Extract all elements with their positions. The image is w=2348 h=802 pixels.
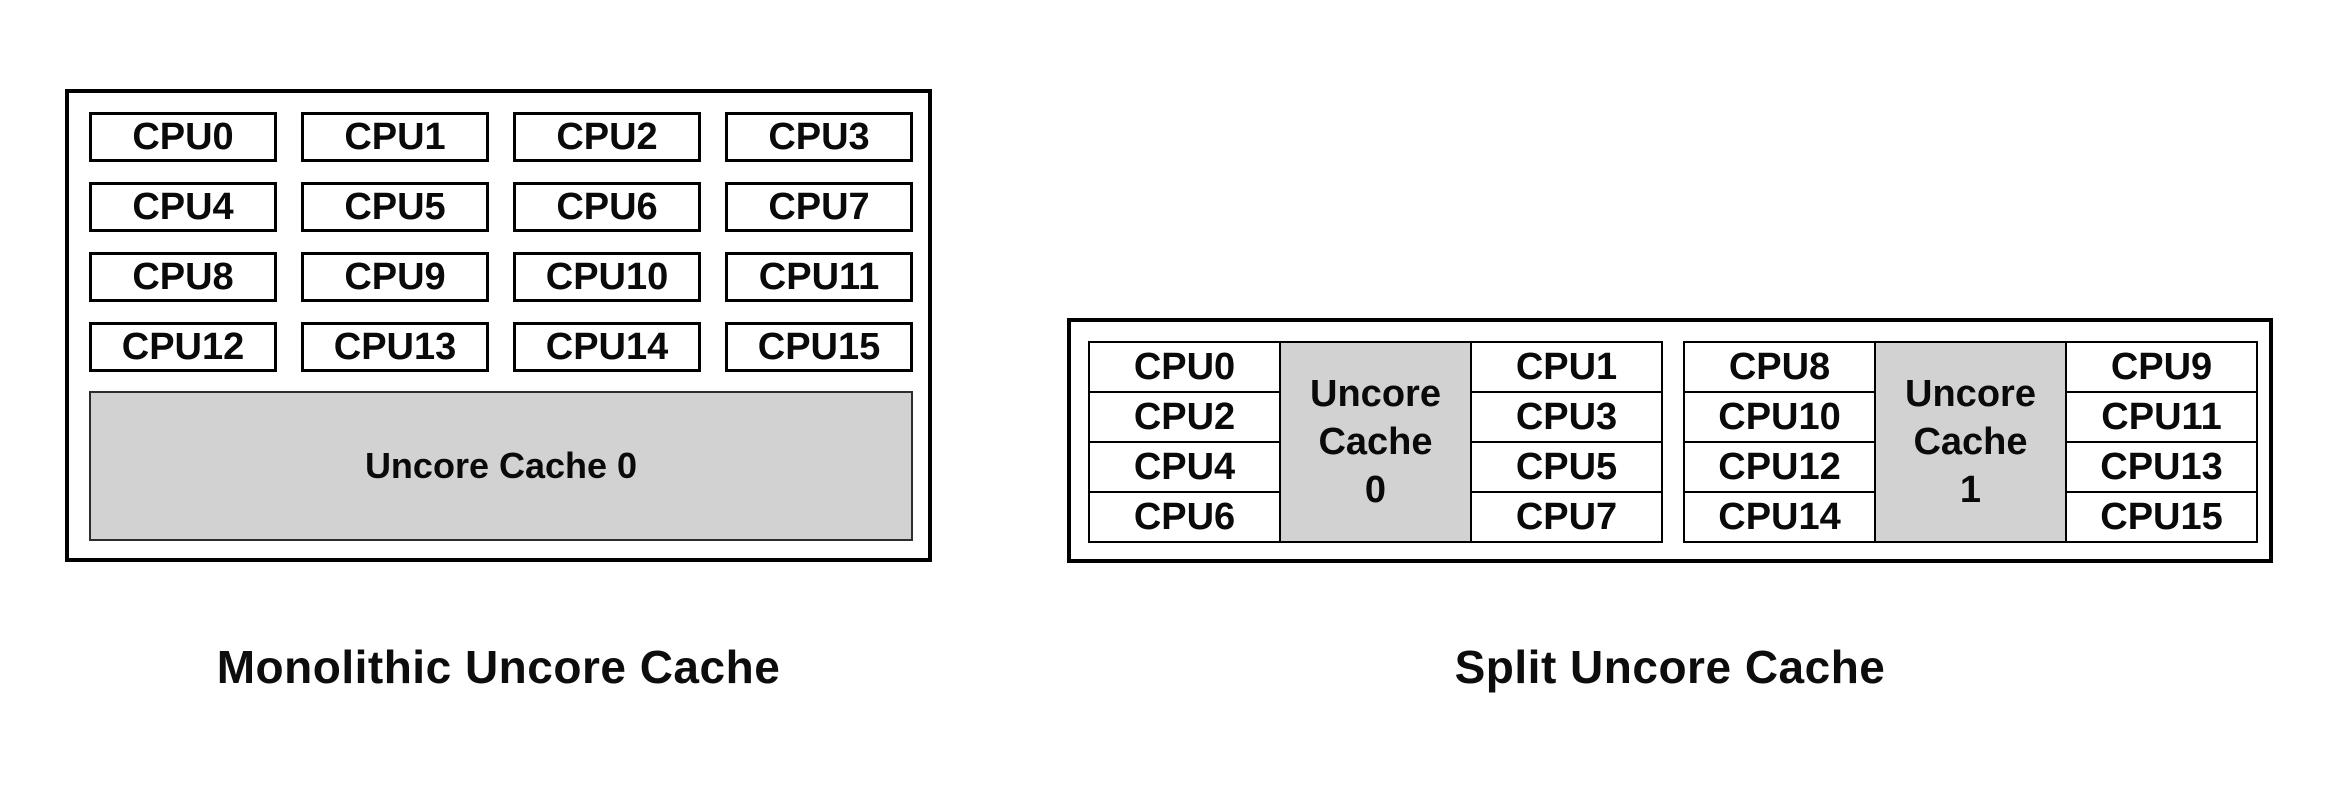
cpu-box-even-6: CPU12 xyxy=(1683,441,1876,493)
cluster-1-right-cpu-column: CPU9 CPU11 CPU13 CPU15 xyxy=(2065,341,2258,543)
cpu-box-15: CPU15 xyxy=(725,322,913,372)
cpu-box-odd-7: CPU15 xyxy=(2065,491,2258,543)
monolithic-caption: Monolithic Uncore Cache xyxy=(216,641,781,693)
cpu-box-odd-3: CPU7 xyxy=(1470,491,1663,543)
split-cluster-0: CPU0 CPU2 CPU4 CPU6 Uncore Cache 0 CPU1 … xyxy=(1088,341,1663,543)
monolithic-diagram-content: CPU0 CPU1 CPU2 CPU3 CPU4 CPU5 CPU6 CPU7 … xyxy=(89,112,913,541)
cpu-box-9: CPU9 xyxy=(301,252,489,302)
cpu-box-0: CPU0 xyxy=(89,112,277,162)
cpu-box-5: CPU5 xyxy=(301,182,489,232)
split-diagram-box: CPU0 CPU2 CPU4 CPU6 Uncore Cache 0 CPU1 … xyxy=(1067,318,2273,563)
cpu-box-11: CPU11 xyxy=(725,252,913,302)
cpu-box-7: CPU7 xyxy=(725,182,913,232)
uncore-cache-0-label: Uncore Cache 0 xyxy=(364,445,638,486)
uncore-line: Cache xyxy=(1913,421,2028,463)
cpu-box-even-7: CPU14 xyxy=(1683,491,1876,543)
uncore-line: Uncore xyxy=(1310,373,1441,415)
cpu-box-1: CPU1 xyxy=(301,112,489,162)
cpu-box-8: CPU8 xyxy=(89,252,277,302)
cpu-box-13: CPU13 xyxy=(301,322,489,372)
split-diagram-content: CPU0 CPU2 CPU4 CPU6 Uncore Cache 0 CPU1 … xyxy=(1088,341,2258,543)
cpu-box-3: CPU3 xyxy=(725,112,913,162)
cpu-box-even-1: CPU2 xyxy=(1088,391,1281,443)
cpu-box-even-0: CPU0 xyxy=(1088,341,1281,393)
cpu-box-14: CPU14 xyxy=(513,322,701,372)
uncore-line: 1 xyxy=(1959,469,1982,511)
monolithic-diagram-box: CPU0 CPU1 CPU2 CPU3 CPU4 CPU5 CPU6 CPU7 … xyxy=(65,89,932,562)
cpu-box-even-2: CPU4 xyxy=(1088,441,1281,493)
cpu-box-2: CPU2 xyxy=(513,112,701,162)
cpu-box-6: CPU6 xyxy=(513,182,701,232)
cluster-1-left-cpu-column: CPU8 CPU10 CPU12 CPU14 xyxy=(1683,341,1876,543)
cpu-box-odd-5: CPU11 xyxy=(2065,391,2258,443)
cpu-box-10: CPU10 xyxy=(513,252,701,302)
cpu-box-even-3: CPU6 xyxy=(1088,491,1281,543)
cpu-box-odd-1: CPU3 xyxy=(1470,391,1663,443)
cpu-box-4: CPU4 xyxy=(89,182,277,232)
cpu-box-odd-0: CPU1 xyxy=(1470,341,1663,393)
cpu-box-odd-4: CPU9 xyxy=(2065,341,2258,393)
uncore-cache-0-split-box: Uncore Cache 0 xyxy=(1279,341,1472,543)
cpu-box-12: CPU12 xyxy=(89,322,277,372)
monolithic-cpu-grid: CPU0 CPU1 CPU2 CPU3 CPU4 CPU5 CPU6 CPU7 … xyxy=(89,112,913,372)
cpu-box-odd-6: CPU13 xyxy=(2065,441,2258,493)
uncore-line: Cache xyxy=(1318,421,1433,463)
uncore-cache-1-split-box: Uncore Cache 1 xyxy=(1874,341,2067,543)
uncore-line: Uncore xyxy=(1905,373,2036,415)
split-caption: Split Uncore Cache xyxy=(1454,641,1886,693)
uncore-cache-0-box: Uncore Cache 0 xyxy=(89,391,913,541)
cpu-box-even-5: CPU10 xyxy=(1683,391,1876,443)
cpu-box-even-4: CPU8 xyxy=(1683,341,1876,393)
cluster-0-left-cpu-column: CPU0 CPU2 CPU4 CPU6 xyxy=(1088,341,1281,543)
split-cluster-1: CPU8 CPU10 CPU12 CPU14 Uncore Cache 1 CP… xyxy=(1683,341,2258,543)
cluster-0-right-cpu-column: CPU1 CPU3 CPU5 CPU7 xyxy=(1470,341,1663,543)
uncore-line: 0 xyxy=(1364,469,1387,511)
cpu-box-odd-2: CPU5 xyxy=(1470,441,1663,493)
